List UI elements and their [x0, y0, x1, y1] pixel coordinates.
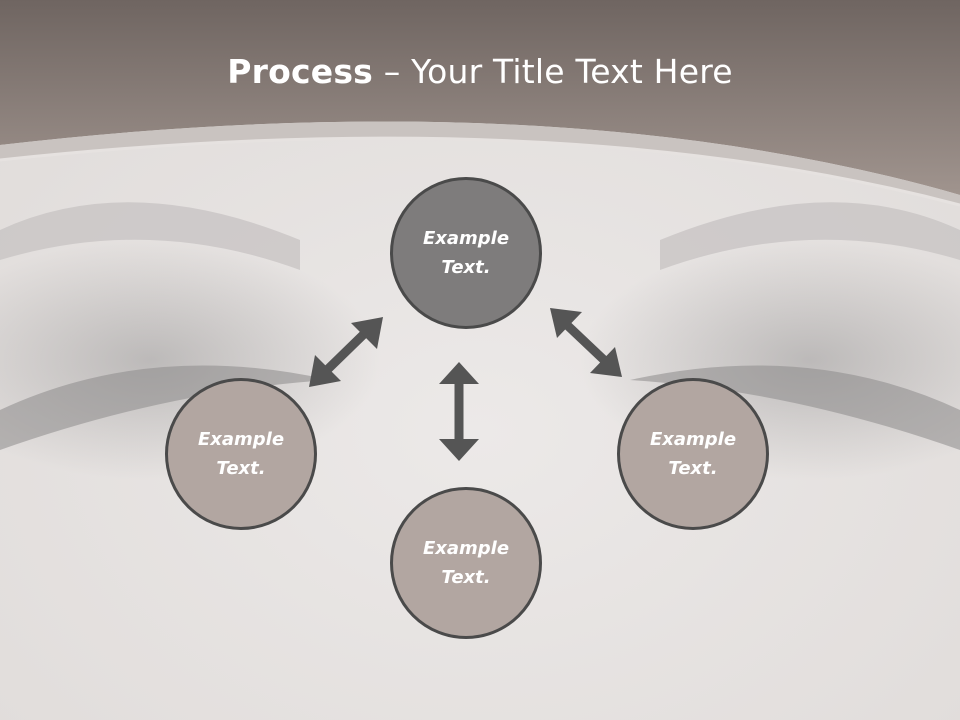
node-right-line2: Text.	[668, 458, 718, 479]
process-node-right: Example Text.	[617, 378, 769, 530]
node-bottom-line1: Example	[422, 538, 510, 559]
title-bold: Process	[227, 52, 374, 91]
node-left-line2: Text.	[216, 458, 266, 479]
node-right-line1: Example	[649, 429, 737, 450]
double-arrow-left	[309, 317, 383, 387]
double-arrow-down	[439, 362, 479, 461]
title-rest: – Your Title Text Here	[373, 52, 733, 91]
process-node-left: Example Text.	[165, 378, 317, 530]
process-node-bottom: Example Text.	[390, 487, 542, 639]
slide-title: Process – Your Title Text Here	[0, 52, 960, 91]
node-center-line1: Example	[422, 228, 510, 249]
double-arrow-right	[550, 308, 622, 377]
node-left-line1: Example	[197, 429, 285, 450]
node-center-line2: Text.	[441, 257, 491, 278]
process-node-center: Example Text.	[390, 177, 542, 329]
node-bottom-line2: Text.	[441, 567, 491, 588]
